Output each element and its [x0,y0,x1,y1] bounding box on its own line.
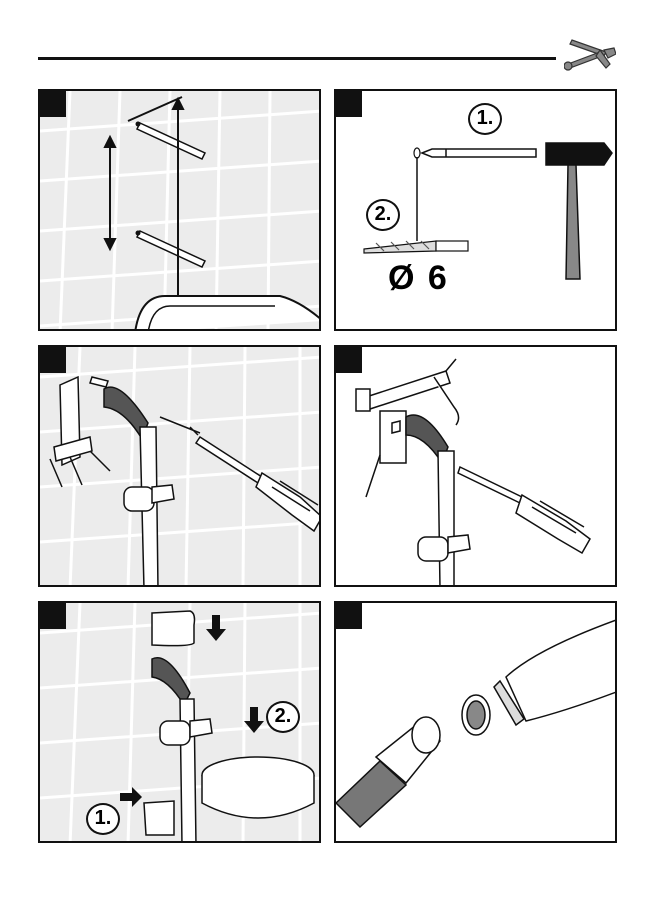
step-panel-5: 1. 2. [38,601,321,843]
step-panel-6 [334,601,617,843]
step-badge-1: 1. [468,103,502,135]
step-number-box [336,91,362,117]
step-badge-2: 2. [366,199,400,231]
wrench-screwdriver-icon [564,34,616,78]
step-panel-4 [334,345,617,587]
step-number-box [40,91,66,117]
step-panel-2: 1. 2. Ø 6 [334,89,617,331]
step-badge-1: 1. [86,803,120,835]
header-rule [38,57,556,60]
drill-diameter-label: Ø 6 [388,259,449,298]
step-number-box [40,347,66,373]
step-badge-2: 2. [266,701,300,733]
step-panel-1 [38,89,321,331]
step-number-box [40,603,66,629]
step-panel-3 [38,345,321,587]
step-number-box [336,347,362,373]
step-number-box [336,603,362,629]
